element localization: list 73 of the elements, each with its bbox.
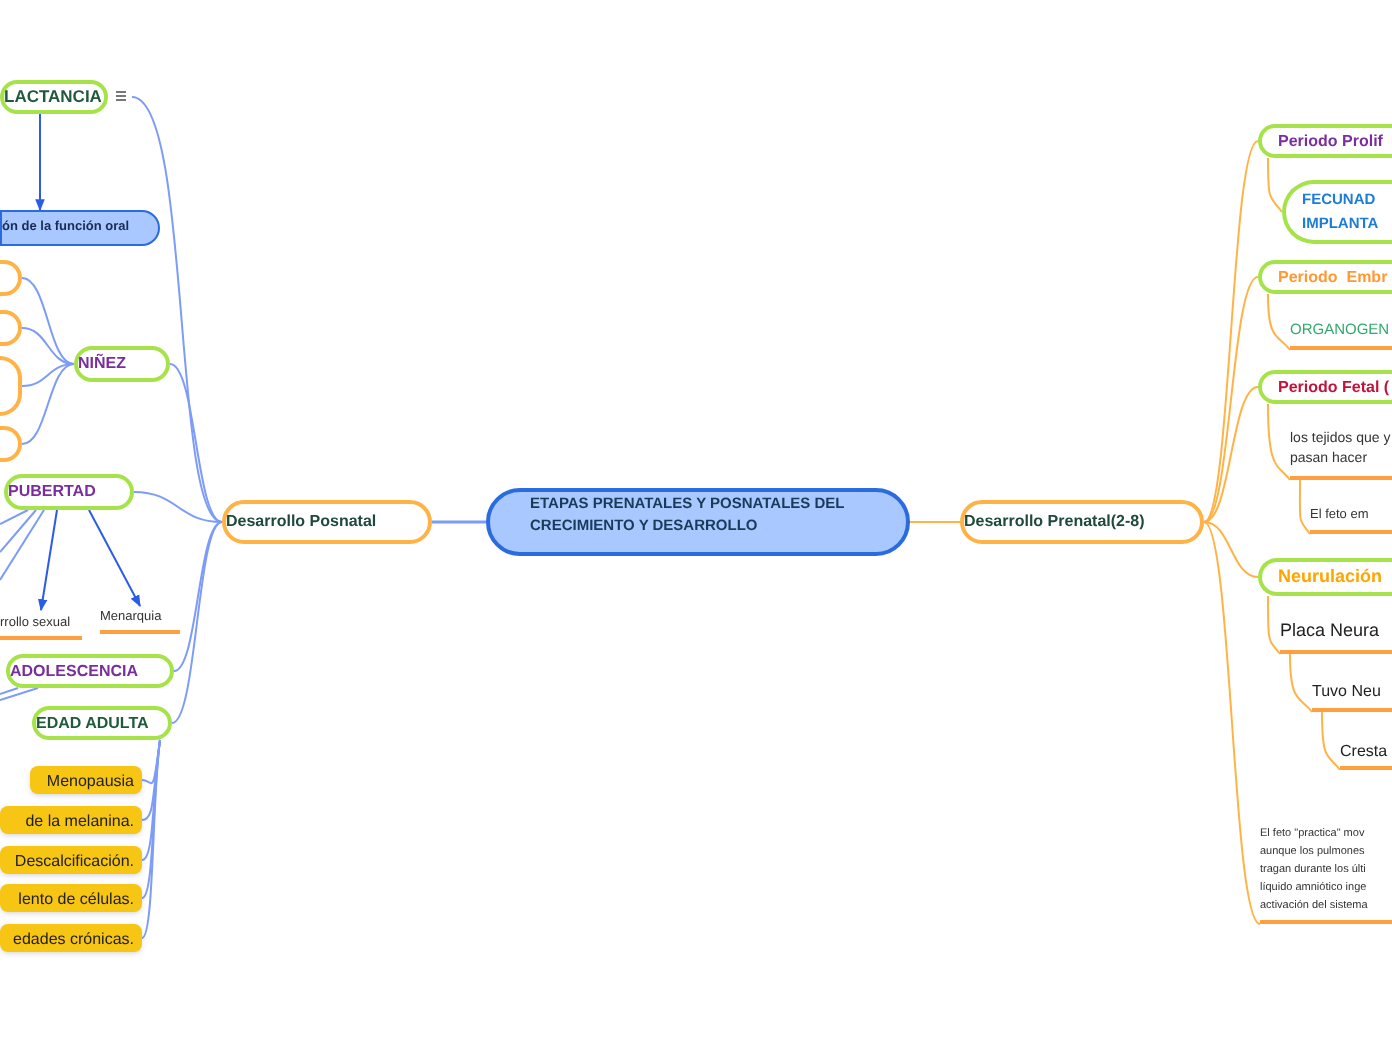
connector-line (432, 520, 486, 524)
subtopic-tag (30, 766, 142, 794)
connector-line (21, 363, 75, 445)
connector-line (1203, 521, 1259, 578)
connector-line (1267, 403, 1291, 481)
topic-text: Menopausia (46, 770, 134, 794)
central-topic (486, 488, 910, 556)
arrow (88, 509, 141, 608)
connector-line (171, 521, 223, 724)
connector-line (21, 327, 75, 365)
connector-line (0, 509, 29, 525)
empty-topic-box (0, 310, 22, 346)
arrow (37, 509, 58, 612)
connector-line (21, 277, 75, 365)
connector-line (1203, 521, 1261, 925)
empty-topic-box (0, 426, 22, 462)
topic-pill (960, 500, 1204, 544)
topic-text: PUBERTAD (8, 480, 96, 504)
topic-pill (74, 346, 170, 382)
connector-line (0, 509, 45, 581)
connector-line (1267, 595, 1281, 655)
topic-pill (6, 654, 174, 688)
connector-line (133, 491, 223, 523)
topic-pill (0, 210, 160, 246)
topic-text: Placa Neura (1280, 618, 1380, 645)
empty-topic-box (0, 356, 22, 416)
topic-text: Tuvo Neu (1312, 680, 1381, 704)
topic-text: Cresta (1340, 739, 1388, 763)
connector-line (1289, 653, 1313, 713)
topic-text: Descalcificación. (14, 850, 134, 874)
subtopic-tag (0, 924, 142, 952)
topic-pill (1258, 124, 1392, 158)
topic-text: lento de células. (18, 888, 134, 912)
arrow (35, 113, 45, 212)
subtopic-tag (0, 846, 142, 874)
topic-pill (4, 474, 134, 510)
connector-line (1203, 386, 1259, 523)
topic-pill (222, 500, 432, 544)
topic-text: edades crónicas. (13, 928, 134, 952)
subtopic-tag (0, 806, 142, 834)
connector-line (21, 363, 75, 387)
connector-line (1321, 711, 1341, 771)
connector-line (0, 687, 19, 695)
topic-pill (1258, 558, 1392, 596)
connector-line (1203, 276, 1259, 523)
empty-topic-box (0, 260, 22, 296)
topic-pill (1258, 370, 1392, 404)
connector-line (1267, 293, 1291, 351)
topic-pill (0, 80, 108, 114)
connector-line (169, 363, 223, 523)
connector-line (0, 509, 37, 553)
topic-text: Periodo Prolif (1278, 129, 1383, 153)
subtopic-tag (0, 884, 142, 912)
topic-text: Periodo Embr (1278, 265, 1388, 289)
topic-text: Desarrollo Prenatal(2-8) (964, 510, 1145, 534)
topic-pill (32, 706, 172, 740)
topic-text: ADOLESCENCIA (10, 659, 139, 683)
subtopic-label (0, 610, 82, 640)
topic-pill (1258, 260, 1392, 294)
connector-line (1203, 140, 1259, 523)
connector-line (909, 521, 961, 523)
connector-line (0, 687, 39, 701)
topic-text: NIÑEZ (78, 352, 126, 376)
connector-line (1267, 157, 1283, 213)
topic-pill (1282, 180, 1392, 244)
topic-text: EDAD ADULTA (36, 711, 149, 735)
topic-text: LACTANCIA (4, 84, 102, 110)
topic-text: Periodo Fetal ( (1278, 375, 1390, 399)
topic-text: de la melanina. (25, 810, 134, 834)
topic-text: Neurulación (1278, 563, 1383, 590)
topic-text: Desarrollo Posnatal (226, 510, 377, 534)
connector-line (141, 739, 161, 939)
subtopic-label (100, 606, 180, 634)
